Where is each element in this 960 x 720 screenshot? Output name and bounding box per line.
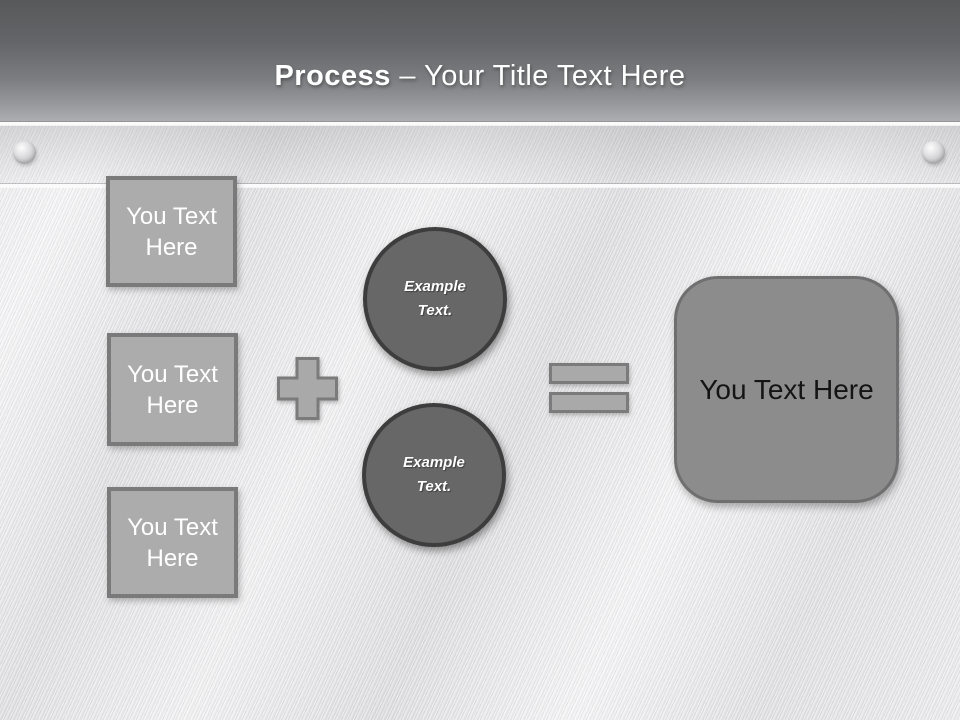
example-circle-1-label: Example Text. bbox=[404, 278, 466, 319]
plus-icon bbox=[277, 357, 338, 420]
result-box-label: You Text Here bbox=[699, 373, 874, 405]
slide-header bbox=[0, 0, 960, 122]
example-circle-1: Example Text. bbox=[363, 227, 507, 371]
metal-groove-bottom bbox=[0, 183, 960, 188]
metal-plate-band bbox=[0, 122, 960, 185]
page-title-keyword: Process bbox=[274, 60, 391, 92]
result-box: You Text Here bbox=[674, 276, 899, 503]
input-box-2: You Text Here bbox=[107, 333, 238, 446]
equals-bar-bottom bbox=[549, 392, 629, 413]
input-box-1-label: You Text Here bbox=[126, 202, 217, 261]
example-circle-2: Example Text. bbox=[362, 403, 506, 547]
rivet-icon bbox=[13, 141, 36, 164]
input-box-3-label: You Text Here bbox=[127, 513, 218, 572]
equals-icon bbox=[549, 363, 629, 413]
example-circle-2-label: Example Text. bbox=[403, 454, 465, 495]
page-title-rest: – Your Title Text Here bbox=[390, 60, 686, 92]
input-box-3: You Text Here bbox=[107, 487, 238, 598]
metal-groove-top bbox=[0, 121, 960, 126]
input-box-1: You Text Here bbox=[106, 176, 237, 287]
input-box-2-label: You Text Here bbox=[127, 360, 218, 419]
page-title: Process – Your Title Text Here bbox=[0, 55, 960, 97]
equals-bar-top bbox=[549, 363, 629, 384]
rivet-icon bbox=[922, 141, 945, 164]
